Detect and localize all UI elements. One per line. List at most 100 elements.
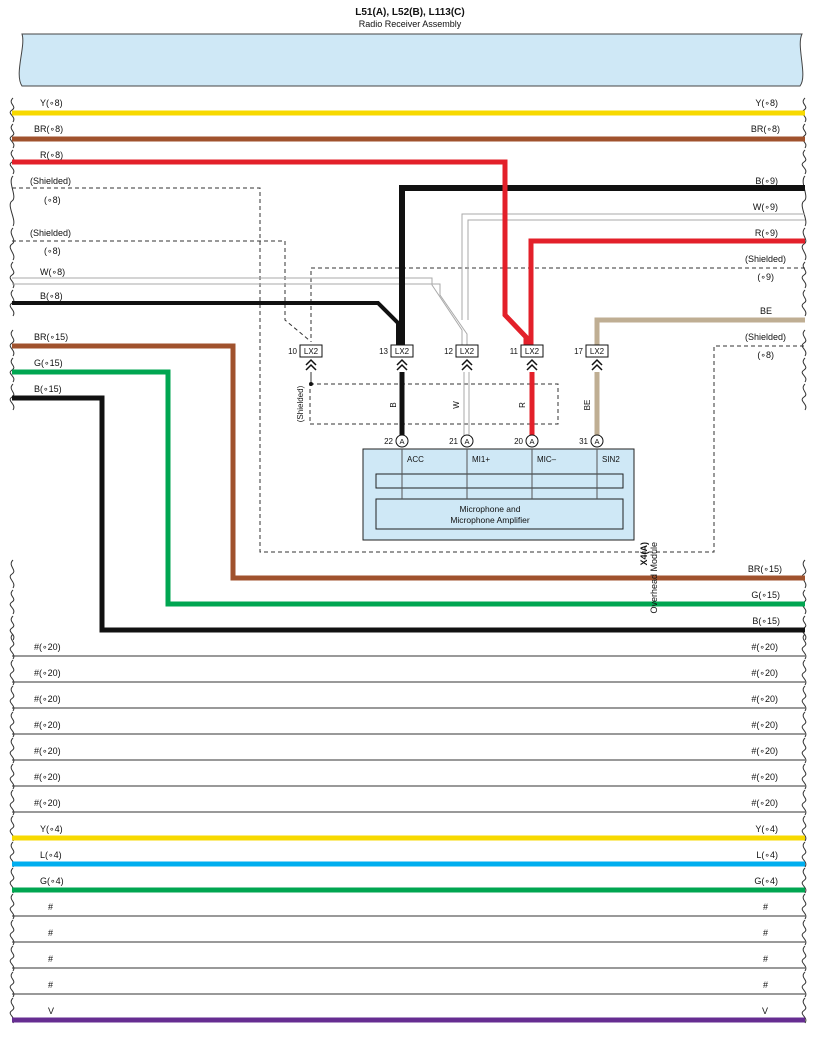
chevron-up-icon xyxy=(396,358,408,371)
right-label-w9: W(∘9) xyxy=(753,202,778,212)
lx2-name: LX2 xyxy=(525,347,540,356)
row-left-label: #(∘20) xyxy=(34,720,61,730)
wire-row: #(∘20)#(∘20) xyxy=(12,642,805,657)
lx2-name: LX2 xyxy=(590,347,605,356)
lx2-connector: LX2 12 xyxy=(444,344,479,371)
right-label-r9: R(∘9) xyxy=(755,228,778,238)
wire-row: G(∘4)G(∘4) xyxy=(12,876,805,893)
wire-be xyxy=(594,317,805,346)
wire-r8 xyxy=(12,159,529,346)
wire-w9 xyxy=(461,213,805,320)
row-right-label: #(∘20) xyxy=(751,772,778,782)
row-left-label: #(∘20) xyxy=(34,772,61,782)
right-label-g15: G(∘15) xyxy=(751,590,780,600)
row-right-label: # xyxy=(763,980,768,990)
row-right-label: #(∘20) xyxy=(751,746,778,756)
row-left-label: #(∘20) xyxy=(34,668,61,678)
pin-number: 31 xyxy=(579,437,588,446)
row-right-label: #(∘20) xyxy=(751,694,778,704)
wire-row: #(∘20) #(∘20) xyxy=(12,772,805,787)
row-right-label: Y(∘4) xyxy=(755,824,778,834)
left-label-b15: B(∘15) xyxy=(34,384,62,394)
right-label-b15: B(∘15) xyxy=(752,616,780,626)
wire-row: ## xyxy=(12,980,805,995)
right-labels: Y(∘8) BR(∘8) B(∘9) W(∘9) R(∘9) (Shielded… xyxy=(745,98,786,626)
left-label-b8: B(∘8) xyxy=(40,291,63,301)
lx2-pin-number: 12 xyxy=(444,347,453,356)
chevron-up-icon xyxy=(591,358,603,371)
left-label-br8: BR(∘8) xyxy=(34,124,63,134)
left-label-y8: Y(∘8) xyxy=(40,98,63,108)
wire-row: #(∘20) #(∘20) xyxy=(12,694,805,709)
row-left-label: Y(∘4) xyxy=(40,824,63,834)
row-left-label: #(∘20) xyxy=(34,694,61,704)
wire-row: Y(∘4) Y(∘4) xyxy=(12,824,805,841)
module-name: Overhead Module xyxy=(649,542,659,614)
row-right-label: # xyxy=(763,954,768,964)
row-right-label: V xyxy=(762,1006,768,1016)
right-label-s9-ref: (∘9) xyxy=(757,272,774,282)
lower-wire-rows: #(∘20) #(∘20) #(∘20) #(∘20) #(∘20) #(∘20) #(∘2… xyxy=(12,642,805,1023)
wire-label-be: BE xyxy=(583,400,592,411)
pin-function-label: MIC– xyxy=(537,455,557,464)
lx2-pin-number: 10 xyxy=(288,347,297,356)
wire-br15 xyxy=(12,343,805,581)
pin-connector-letter: A xyxy=(399,437,404,446)
row-left-label: # xyxy=(48,928,53,938)
wire-label-r: R xyxy=(518,402,527,408)
pin-connector-letter: A xyxy=(464,437,469,446)
lx2-name: LX2 xyxy=(460,347,475,356)
chevron-up-icon xyxy=(526,358,538,371)
wire-row: #(∘20)#(∘20) xyxy=(12,746,805,761)
pin-function-label: MI1+ xyxy=(472,455,490,464)
wire-label-b: B xyxy=(389,402,398,407)
module-inner-line1: Microphone and xyxy=(460,504,521,514)
row-right-label: G(∘4) xyxy=(754,876,778,886)
left-label-shielded1: (Shielded) xyxy=(30,176,71,186)
left-label-g15: G(∘15) xyxy=(34,358,63,368)
shield-lines xyxy=(12,187,805,553)
right-label-shielded8: (Shielded) xyxy=(745,332,786,342)
left-labels: Y(∘8) BR(∘8) R(∘8) (Shielded) (∘8) (Shie… xyxy=(30,98,71,394)
pin-number: 22 xyxy=(384,437,393,446)
overhead-module: Microphone and Microphone Amplifier X4(A… xyxy=(362,448,659,614)
wire-row: ## xyxy=(12,954,805,969)
pin-number: 20 xyxy=(514,437,523,446)
pin-connector-letter: A xyxy=(594,437,599,446)
wire-label-shielded: (Shielded) xyxy=(296,385,305,422)
pin-function-label: ACC xyxy=(407,455,424,464)
wire-row: L(∘4) L(∘4) xyxy=(12,850,805,867)
edge-brackets xyxy=(9,97,807,1024)
right-label-s8-ref: (∘8) xyxy=(757,350,774,360)
chevron-up-icon xyxy=(305,358,317,371)
left-label-s1-ref: (∘8) xyxy=(44,195,61,205)
right-label-be: BE xyxy=(760,306,772,316)
pin-number: 21 xyxy=(449,437,458,446)
row-right-label: L(∘4) xyxy=(756,850,778,860)
wire-row: ## xyxy=(12,902,805,917)
wire-g15 xyxy=(12,369,805,607)
row-left-label: # xyxy=(48,980,53,990)
right-label-br15: BR(∘15) xyxy=(748,564,782,574)
right-label-shielded9: (Shielded) xyxy=(745,254,786,264)
row-left-label: V xyxy=(48,1006,54,1016)
row-left-label: L(∘4) xyxy=(40,850,62,860)
wire-w8 xyxy=(12,277,468,346)
lx2-name: LX2 xyxy=(395,347,410,356)
row-right-label: #(∘20) xyxy=(751,798,778,808)
wire-row: #(∘20)#(∘20) xyxy=(12,720,805,735)
chevron-up-icon xyxy=(461,358,473,371)
wire-row: #(∘20)#(∘20) xyxy=(12,668,805,683)
left-label-s2-ref: (∘8) xyxy=(44,246,61,256)
right-label-br8: BR(∘8) xyxy=(751,124,780,134)
